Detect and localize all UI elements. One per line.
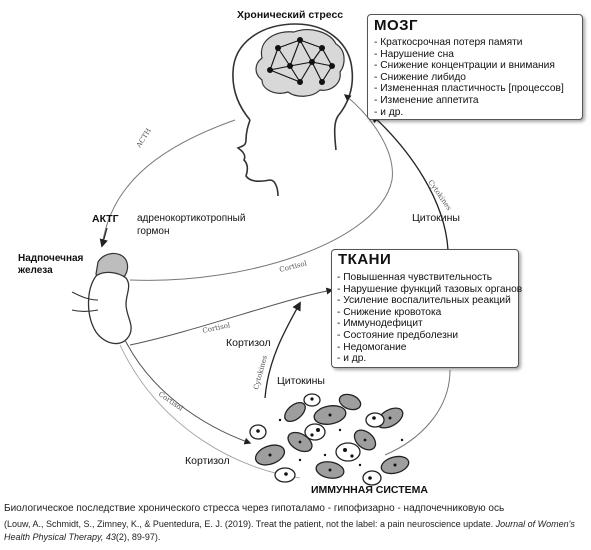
list-item: Измененная пластичность [процессов]: [374, 83, 564, 95]
list-item: Изменение аппетита: [374, 95, 564, 107]
figure-caption: Биологическое последствие хронического с…: [4, 503, 505, 514]
actg-desc-line1: адренокортикотропный: [137, 213, 246, 224]
actg-label: АКТГ: [92, 213, 119, 225]
acth-curve-label: ACTH: [134, 127, 153, 150]
list-item: Нарушение функций тазовых органов: [337, 284, 522, 296]
cortisol-lower-curve-label: Cortisol: [157, 390, 185, 413]
immune-system-label: ИММУННАЯ СИСТЕМА: [311, 484, 428, 496]
list-item: Нарушение сна: [374, 49, 564, 61]
list-item: и др.: [337, 353, 522, 365]
actg-desc-line2: гормон: [137, 226, 170, 237]
cortisol-upper-curve-label: Cortisol: [279, 259, 309, 274]
list-item: Усиление воспалительных реакций: [337, 295, 522, 307]
kidney-icon: [71, 271, 132, 345]
adrenal-label-line2: железа: [18, 265, 53, 276]
cytokines-lower-label: Цитокины: [277, 375, 325, 387]
cortisol-mid-label: Кортизол: [226, 337, 271, 349]
brain-network-icon: [255, 29, 345, 97]
list-item: Снижение кровотока: [337, 307, 522, 319]
cortisol-mid-curve-label: Cortisol: [202, 321, 232, 335]
reference-issue: (2), 89-97).: [115, 532, 161, 542]
tissue-box-title: ТКАНИ: [338, 251, 392, 268]
brain-box-title: МОЗГ: [374, 17, 419, 34]
list-item: Снижение концентрации и внимания: [374, 60, 564, 72]
list-item: Иммунодефицит: [337, 318, 522, 330]
list-item: и др.: [374, 107, 564, 119]
cortisol-bottom-label: Кортизол: [185, 455, 230, 467]
brain-effects-box: МОЗГ Краткосрочная потеря памяти Нарушен…: [367, 14, 583, 120]
immune-cells-icon: [249, 393, 410, 486]
tissue-effects-list: Повышенная чувствительность Нарушение фу…: [337, 272, 522, 365]
list-item: Повышенная чувствительность: [337, 272, 522, 284]
cytokines-upper-label: Цитокины: [412, 212, 460, 224]
reference-journal: Journal of Women's Health Physical Thera…: [4, 519, 575, 542]
list-item: Недомогание: [337, 342, 522, 354]
list-item: Состояние предболезни: [337, 330, 522, 342]
list-item: Краткосрочная потеря памяти: [374, 37, 564, 49]
tissue-effects-box: ТКАНИ Повышенная чувствительность Наруше…: [331, 249, 522, 368]
brain-effects-list: Краткосрочная потеря памяти Нарушение сн…: [374, 37, 564, 118]
chronic-stress-label: Хронический стресс: [237, 9, 344, 21]
list-item: Снижение либидо: [374, 72, 564, 84]
head-icon: [232, 23, 354, 197]
cytokines-upper-curve-label: Cytokines: [426, 179, 453, 213]
adrenal-label-line1: Надпочечная: [18, 253, 84, 264]
reference-authors: (Louw, A., Schmidt, S., Zimney, K., & Pu…: [4, 519, 496, 529]
reference-citation: (Louw, A., Schmidt, S., Zimney, K., & Pu…: [4, 518, 584, 544]
